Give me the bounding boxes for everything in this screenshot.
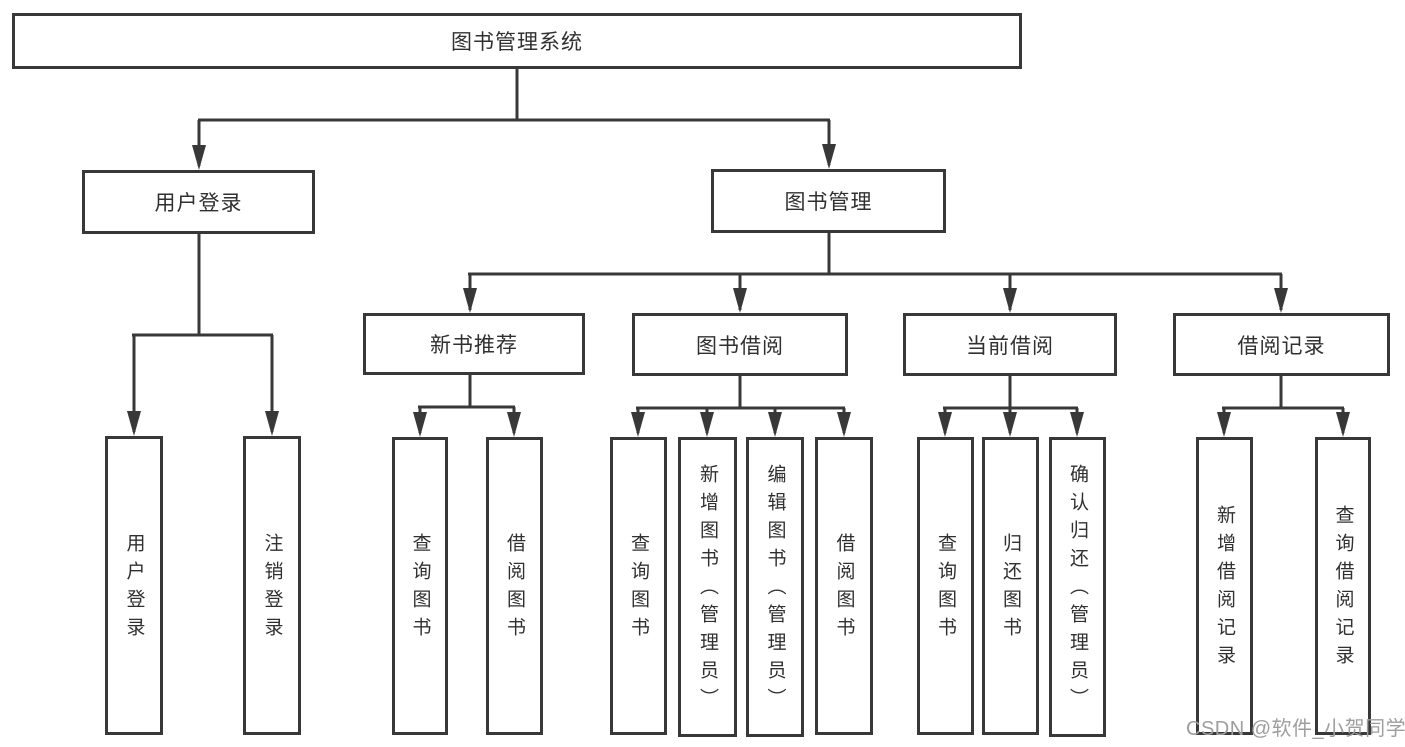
node-book-management: 图书管理 — [711, 169, 946, 233]
node-borrow-record: 借阅记录 — [1173, 313, 1390, 376]
leaf-add-borrow-record: 新增借阅记录 — [1196, 437, 1253, 735]
leaf-logout: 注销登录 — [243, 436, 301, 735]
node-book-borrow: 图书借阅 — [632, 313, 848, 376]
leaf-borrow-book-2: 借阅图书 — [815, 437, 873, 735]
leaf-edit-book-admin: 编辑图书（管理员） — [746, 437, 804, 737]
csdn-watermark: CSDN @软件_小贺同学 — [1186, 718, 1405, 740]
node-user-login: 用户登录 — [82, 170, 315, 234]
leaf-query-borrow-record: 查询借阅记录 — [1315, 437, 1371, 735]
leaf-query-book-2: 查询图书 — [610, 437, 667, 735]
leaf-return-book: 归还图书 — [982, 437, 1039, 735]
node-current-borrow: 当前借阅 — [903, 313, 1117, 376]
leaf-add-book-admin: 新增图书（管理员） — [678, 437, 737, 737]
node-library-management-system: 图书管理系统 — [12, 13, 1022, 69]
arrowheads — [127, 144, 1350, 437]
leaf-user-login: 用户登录 — [105, 436, 163, 735]
node-new-book-recommend: 新书推荐 — [363, 313, 585, 375]
leaf-borrow-book-1: 借阅图书 — [486, 437, 543, 735]
leaf-query-book-3: 查询图书 — [917, 437, 974, 735]
leaf-query-book-1: 查询图书 — [392, 437, 448, 735]
leaf-confirm-return-admin: 确认归还（管理员） — [1049, 437, 1106, 737]
